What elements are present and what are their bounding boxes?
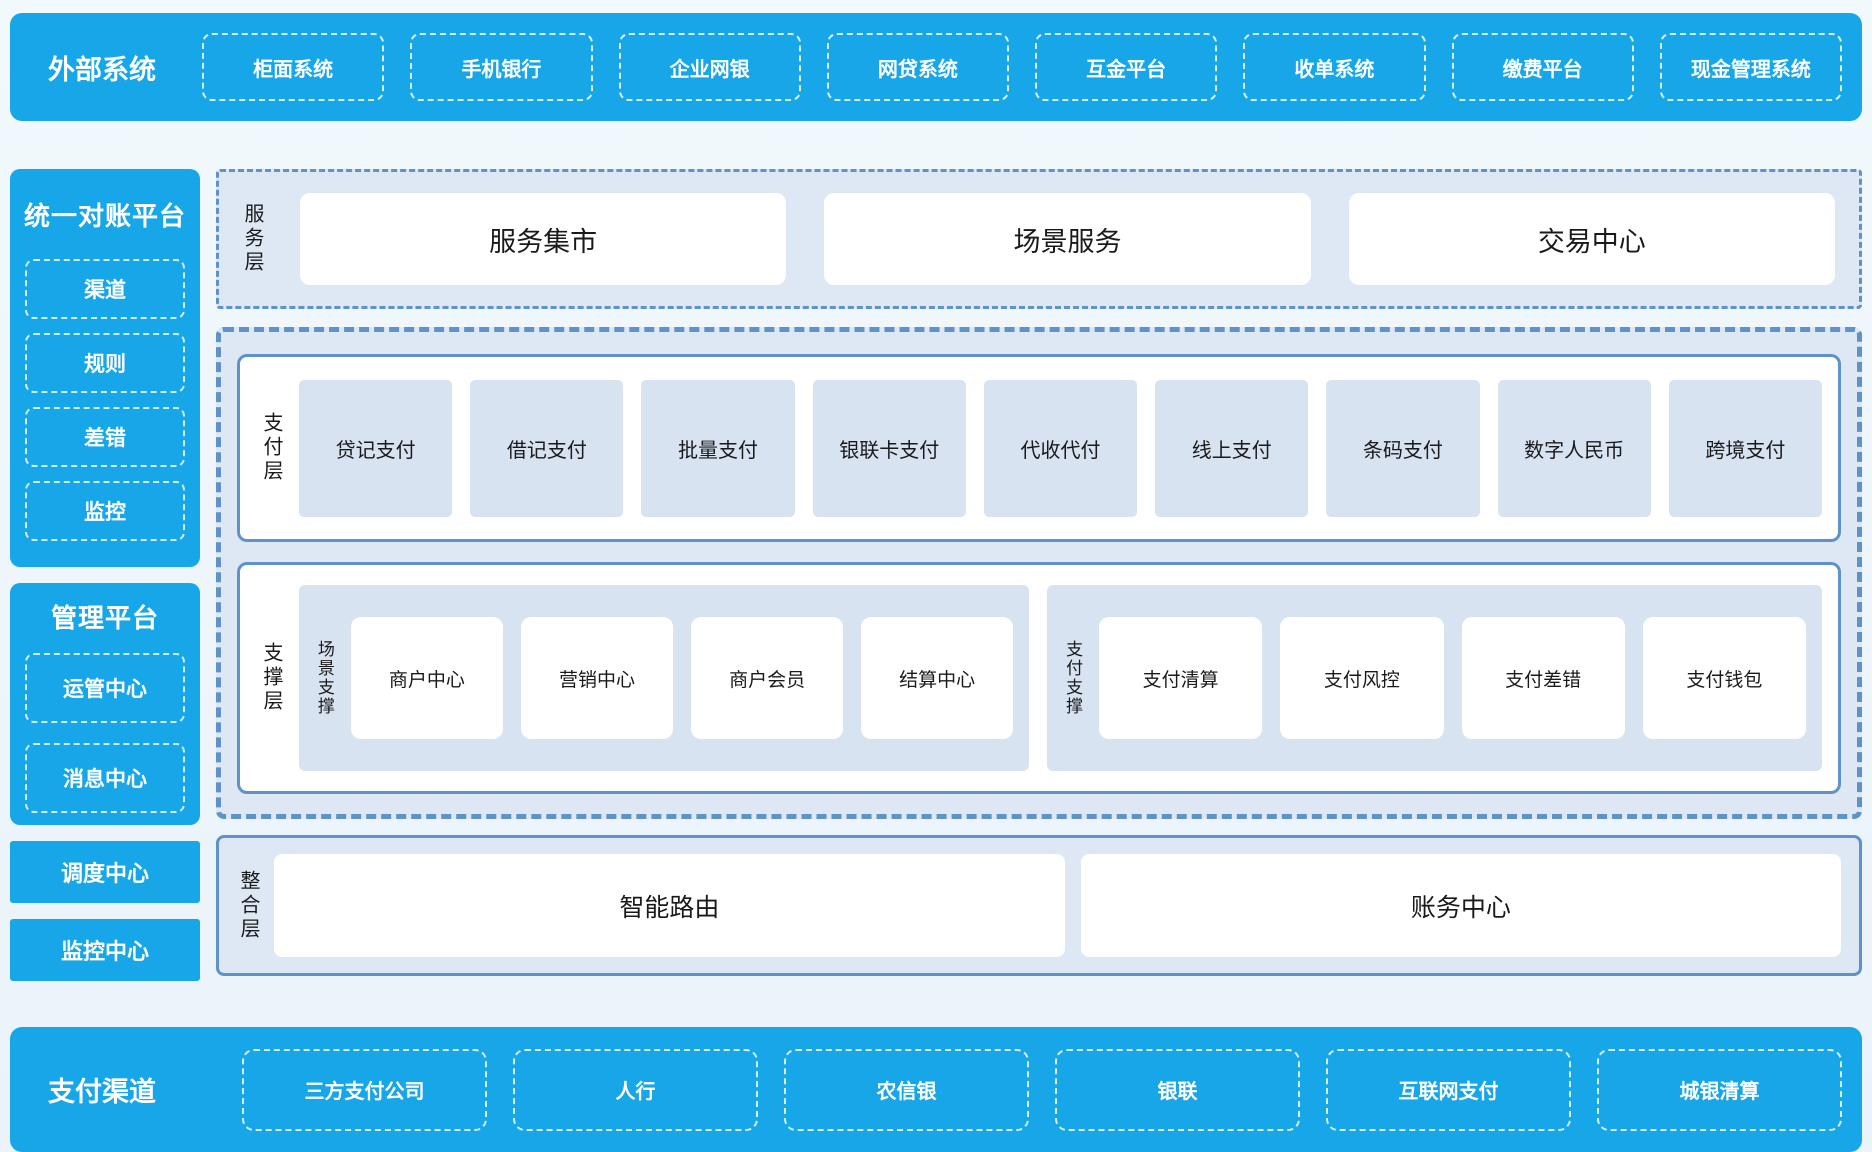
channel-unionpay: 银联: [1055, 1048, 1300, 1131]
payment-layer-label: 支付层: [260, 412, 282, 484]
middle-area: 统一对账平台 渠道 规则 差错 监控 管理平台 运管中心 消息中心 调度中心 监…: [10, 169, 1862, 997]
payment-risk-box: 支付风控: [1280, 617, 1444, 739]
pay-item-credit: 贷记支付: [299, 379, 453, 517]
service-layer: 服务层 服务集市 场景服务 交易中心: [216, 169, 1862, 309]
recon-item-discrepancy: 差错: [25, 407, 185, 467]
payment-layer: 支付层 贷记支付 借记支付 批量支付 银联卡支付 代收代付 线上支付 条码支付 …: [237, 354, 1841, 542]
scene-support-group: 场景支撑 商户中心 营销中心 商户会员 结算中心: [299, 585, 1030, 771]
service-market-box: 服务集市: [300, 193, 787, 285]
service-layer-label: 服务层: [241, 203, 263, 275]
reconciliation-platform-block: 统一对账平台 渠道 规则 差错 监控: [10, 169, 200, 567]
smart-routing-box: 智能路由: [274, 854, 1065, 957]
external-system-online-loan: 网贷系统: [826, 33, 1009, 101]
main-column: 服务层 服务集市 场景服务 交易中心 支付层 贷记支付 借记支付 批量支付 银联…: [216, 169, 1862, 976]
channel-third-party: 三方支付公司: [242, 1048, 487, 1131]
channel-city-bank-clearing: 城银清算: [1597, 1048, 1842, 1131]
pay-item-debit: 借记支付: [470, 379, 624, 517]
recon-item-monitor: 监控: [25, 481, 185, 541]
management-platform-block: 管理平台 运管中心 消息中心: [10, 583, 200, 825]
external-system-corp-ebank: 企业网银: [618, 33, 801, 101]
support-layer-label: 支撑层: [260, 642, 282, 714]
payment-clearing-box: 支付清算: [1099, 617, 1263, 739]
external-system-fee-payment: 缴费平台: [1451, 33, 1634, 101]
management-platform-title: 管理平台: [50, 603, 159, 633]
external-systems-label: 外部系统: [48, 54, 156, 85]
external-systems-items: 柜面系统 手机银行 企业网银 网贷系统 互金平台 收单系统 缴费平台 现金管理系…: [202, 33, 1842, 101]
pay-item-online: 线上支付: [1155, 379, 1309, 517]
marketing-center-box: 营销中心: [520, 617, 674, 739]
transaction-center-box: 交易中心: [1348, 193, 1835, 285]
left-column: 统一对账平台 渠道 规则 差错 监控 管理平台 运管中心 消息中心 调度中心 监…: [10, 169, 200, 997]
payment-channels-items: 三方支付公司 人行 农信银 银联 互联网支付 城银清算: [242, 1048, 1842, 1131]
settlement-center-box: 结算中心: [861, 617, 1014, 739]
merchant-center-box: 商户中心: [350, 617, 503, 739]
channel-rural-credit: 农信银: [784, 1048, 1029, 1131]
recon-item-channel: 渠道: [25, 259, 185, 319]
mgmt-item-message-center: 消息中心: [25, 743, 185, 813]
dispatch-center-block: 调度中心: [10, 841, 200, 903]
external-system-cash-mgmt: 现金管理系统: [1659, 33, 1842, 101]
reconciliation-items: 渠道 规则 差错 监控: [10, 259, 200, 563]
pay-item-collection: 代收代付: [983, 379, 1138, 517]
payment-channels-bar: 支付渠道 三方支付公司 人行 农信银 银联 互联网支付 城银清算: [10, 1027, 1862, 1152]
external-systems-bar: 外部系统 柜面系统 手机银行 企业网银 网贷系统 互金平台 收单系统 缴费平台 …: [10, 13, 1862, 121]
management-items: 运管中心 消息中心: [10, 653, 200, 829]
merchant-member-box: 商户会员: [691, 617, 844, 739]
external-system-counter: 柜面系统: [202, 33, 385, 101]
pay-item-barcode: 条码支付: [1326, 379, 1480, 517]
external-system-fintech: 互金平台: [1035, 33, 1218, 101]
payment-support-group: 支付支撑 支付清算 支付风控 支付差错 支付钱包: [1047, 585, 1822, 771]
monitor-center-block: 监控中心: [10, 919, 200, 981]
channel-internet-payment: 互联网支付: [1326, 1048, 1571, 1131]
pay-item-digital-rmb: 数字人民币: [1497, 379, 1651, 517]
payment-channels-label: 支付渠道: [48, 1077, 156, 1107]
integration-layer: 整合层 智能路由 账务中心: [216, 835, 1862, 976]
scene-support-label: 场景支撑: [314, 640, 334, 716]
external-system-acquiring: 收单系统: [1243, 33, 1426, 101]
scene-service-box: 场景服务: [824, 193, 1311, 285]
recon-item-rules: 规则: [25, 333, 185, 393]
pay-item-unionpay-card: 银联卡支付: [812, 379, 966, 517]
payment-discrepancy-box: 支付差错: [1461, 617, 1625, 739]
support-layer: 支撑层 场景支撑 商户中心 营销中心 商户会员 结算中心 支付支撑 支付清算 支…: [237, 562, 1841, 794]
external-system-mobile-bank: 手机银行: [410, 33, 593, 101]
accounting-center-box: 账务中心: [1080, 854, 1841, 957]
core-layers-container: 支付层 贷记支付 借记支付 批量支付 银联卡支付 代收代付 线上支付 条码支付 …: [216, 327, 1862, 819]
integration-layer-label: 整合层: [237, 869, 259, 942]
channel-pboc: 人行: [513, 1048, 758, 1131]
pay-item-batch: 批量支付: [641, 379, 795, 517]
mgmt-item-operation-center: 运管中心: [25, 653, 185, 723]
payment-support-label: 支付支撑: [1063, 640, 1083, 716]
payment-wallet-box: 支付钱包: [1642, 617, 1806, 739]
reconciliation-platform-title: 统一对账平台: [23, 201, 186, 231]
pay-item-crossborder: 跨境支付: [1668, 379, 1822, 517]
